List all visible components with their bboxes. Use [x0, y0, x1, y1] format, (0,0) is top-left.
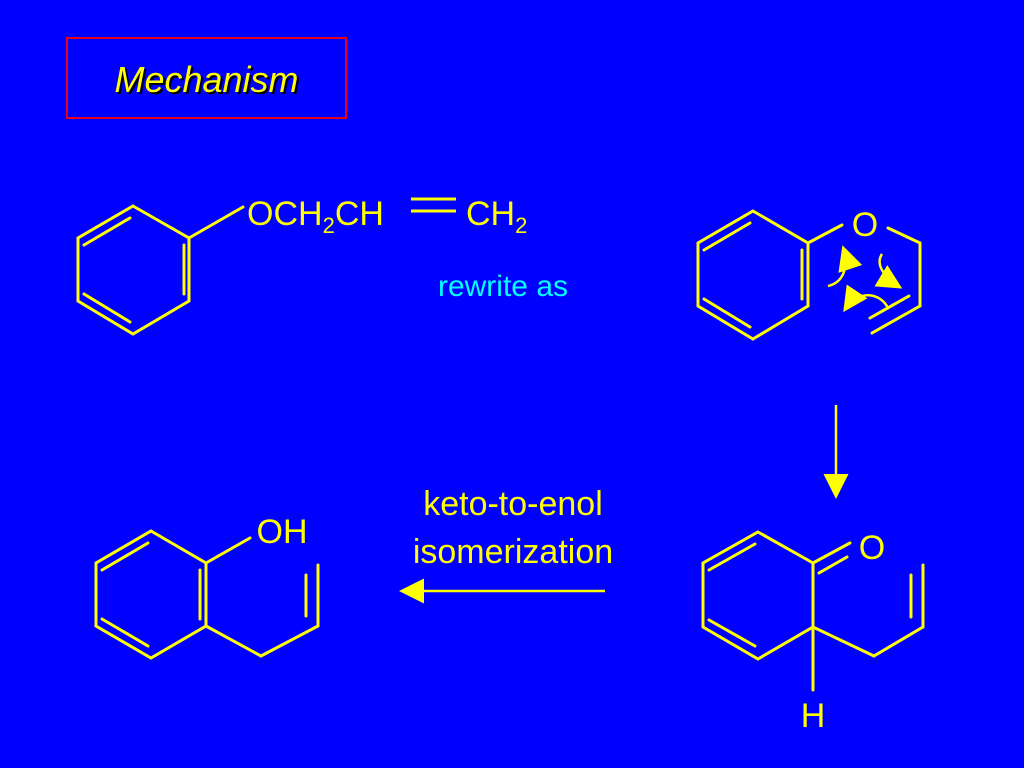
dienone-ring [701, 530, 815, 661]
isomerization-label-line2: isomerization [413, 533, 613, 571]
curved-arrow-1 [827, 245, 863, 288]
ether-formula: OCH2CH [247, 195, 384, 238]
dienone-hydrogen: H [801, 697, 826, 735]
benzene-ring [76, 204, 191, 336]
slide-title: Mechanism [114, 59, 299, 100]
ether-terminal-ch2: CH2 [466, 195, 527, 238]
hydroxyl-bond [204, 536, 252, 565]
ether-bond [187, 205, 245, 240]
electron-push-arrows [827, 245, 903, 313]
carbonyl-bond-2 [817, 555, 849, 575]
dienone [701, 530, 925, 692]
double-bond-sign [411, 197, 456, 213]
rewrite-label: rewrite as [438, 270, 568, 303]
isomerization-label-line1: keto-to-enol [423, 485, 603, 523]
curved-arrow-2 [874, 253, 903, 289]
ts-oxygen: O [852, 206, 878, 244]
dienone-oxygen: O [859, 529, 885, 567]
title-box: Mechanism [66, 37, 347, 119]
curved-arrow-3 [843, 284, 890, 313]
phenol-hydroxyl: OH [257, 513, 308, 551]
allylphenol [94, 529, 320, 660]
carbonyl-bond-1 [811, 541, 852, 565]
allyl-phenyl-ether [76, 204, 245, 336]
phenol-ring [94, 529, 208, 660]
transition-state [696, 209, 922, 341]
ts-benzene-ring [696, 209, 810, 341]
